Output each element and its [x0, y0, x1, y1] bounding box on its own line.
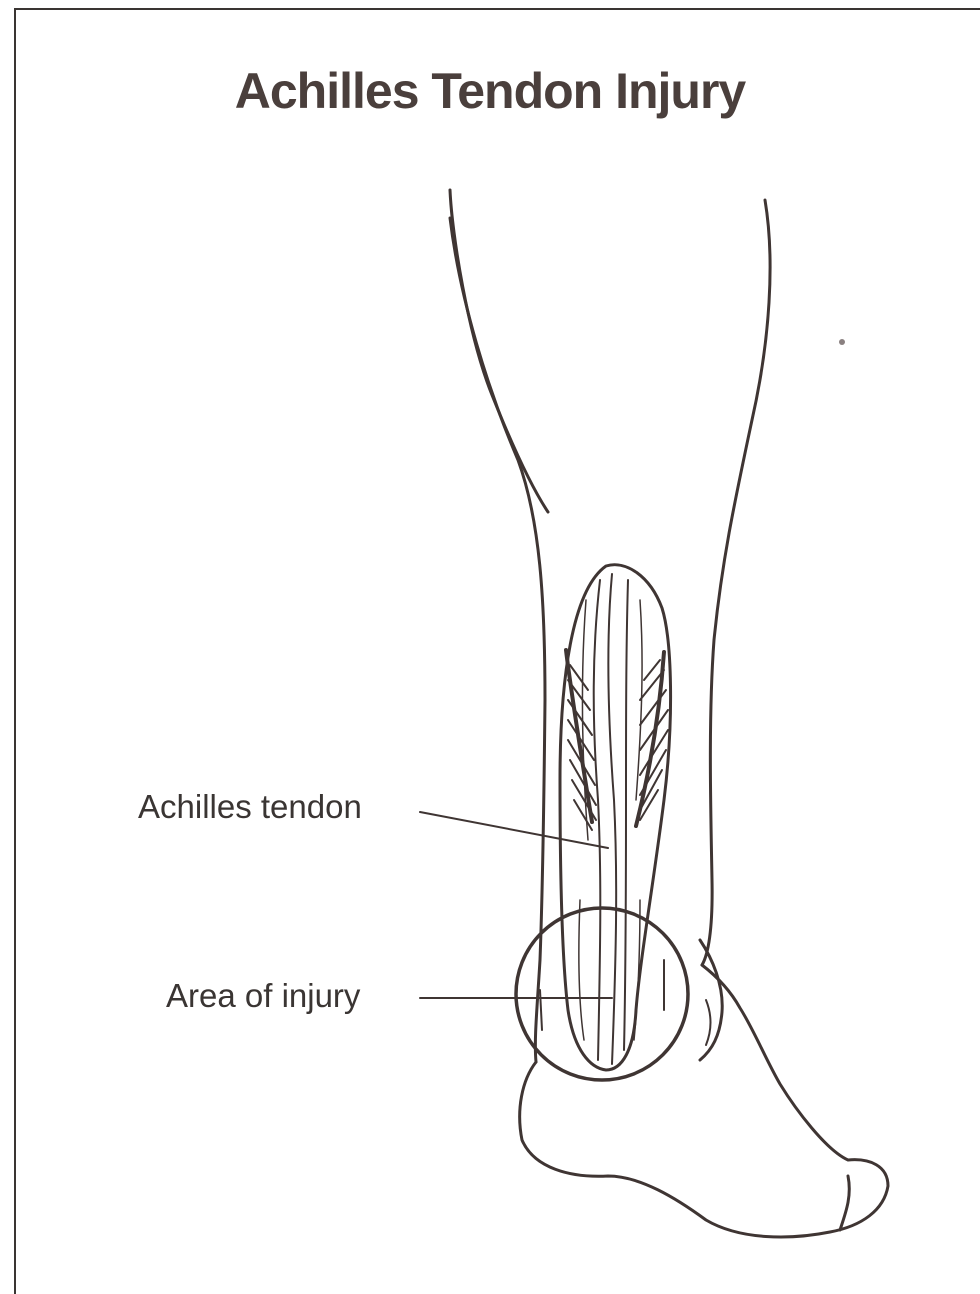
- tendon-fiber-6: [579, 900, 584, 1040]
- leg-outline-left: [450, 190, 548, 512]
- injury-area-circle: [516, 908, 688, 1080]
- tendon-fiber-1: [594, 580, 601, 1060]
- heel-outline: [520, 965, 888, 1237]
- ankle-bone: [700, 940, 722, 1060]
- muscle-striations-left: [566, 650, 596, 830]
- calf-contour-left: [450, 218, 545, 1062]
- leg-outline-right: [702, 200, 770, 965]
- tendon-fiber-2: [608, 574, 616, 1064]
- paper-speck: [839, 339, 845, 345]
- circle-detail-left: [540, 990, 542, 1030]
- area-of-injury-label: Area of injury: [166, 977, 360, 1015]
- toe-curve: [840, 1176, 849, 1230]
- achilles-tendon-label: Achilles tendon: [138, 788, 362, 826]
- ankle-shadow: [706, 1000, 711, 1045]
- tendon-leader-line: [420, 812, 608, 848]
- tendon-fiber-3: [624, 580, 628, 1050]
